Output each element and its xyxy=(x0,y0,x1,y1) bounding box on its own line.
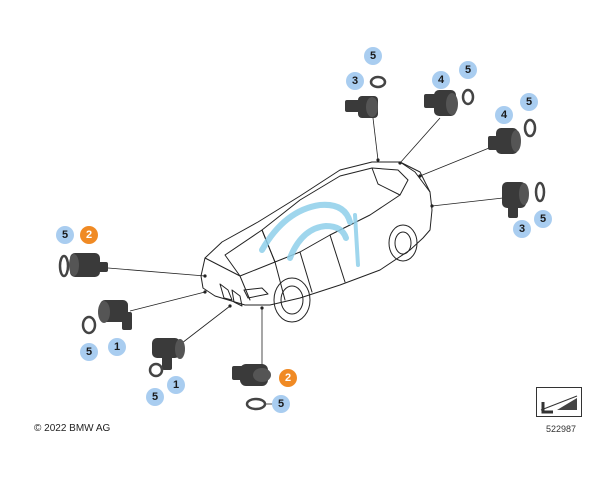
callout-front-bottom-2: 2 xyxy=(279,369,297,387)
sensor-rear-corner xyxy=(488,128,521,154)
ring-front-bottom xyxy=(245,397,267,411)
callout-rear-corner-4: 4 xyxy=(495,106,513,124)
sensor-rear-side xyxy=(502,182,529,218)
ring-front-side xyxy=(58,254,70,278)
ring-rear-corner xyxy=(523,118,537,138)
sensor-front-bottom xyxy=(232,364,271,386)
callout-front-side-2: 2 xyxy=(80,226,98,244)
diagram-id: 522987 xyxy=(546,424,577,434)
callout-rear-mid-4: 4 xyxy=(432,71,450,89)
sensor-front-side xyxy=(69,253,108,277)
leader-lines xyxy=(107,117,504,366)
sensor-front-left xyxy=(98,300,132,330)
callout-rear-corner-5: 5 xyxy=(520,93,538,111)
callout-rear-side-3: 3 xyxy=(513,220,531,238)
callout-front-center-5: 5 xyxy=(146,388,164,406)
copyright-text: © 2022 BMW AG xyxy=(34,423,111,434)
sensor-front-center xyxy=(152,338,185,370)
ring-rear-mid xyxy=(461,88,475,106)
navigation-arrow-icon[interactable] xyxy=(536,387,582,417)
callout-rear-top-5: 5 xyxy=(364,47,382,65)
ring-rear-top xyxy=(369,75,387,89)
ring-front-center xyxy=(148,362,164,378)
callout-front-center-1: 1 xyxy=(167,376,185,394)
callout-front-side-5: 5 xyxy=(56,226,74,244)
ring-rear-side xyxy=(534,181,546,203)
callout-front-bottom-5: 5 xyxy=(272,395,290,413)
ring-front-left xyxy=(81,315,97,335)
callout-front-left-1: 1 xyxy=(108,338,126,356)
logo-swoosh xyxy=(259,201,360,267)
sensor-rear-mid xyxy=(424,90,458,116)
callout-front-left-5: 5 xyxy=(80,343,98,361)
leader-dots xyxy=(203,158,434,310)
car-illustration xyxy=(200,161,433,323)
callout-rear-side-5: 5 xyxy=(534,210,552,228)
callout-rear-mid-5: 5 xyxy=(459,61,477,79)
callout-rear-top-3: 3 xyxy=(346,72,364,90)
sensor-rear-top xyxy=(345,96,378,118)
